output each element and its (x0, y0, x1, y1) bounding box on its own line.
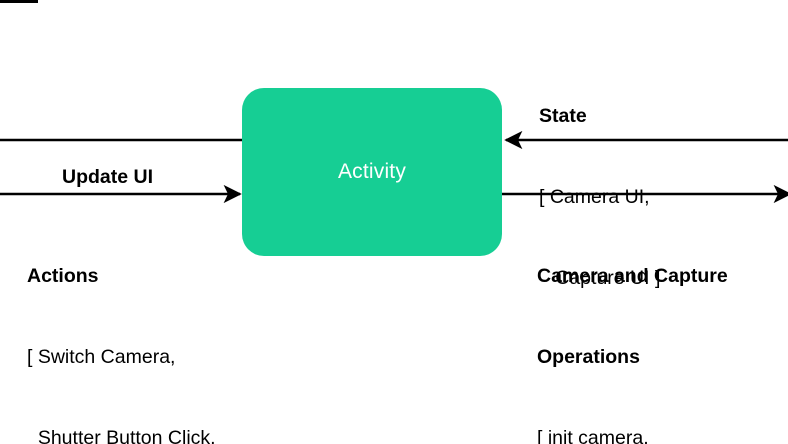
label-operations-heading-line1: Camera and Capture (537, 265, 728, 287)
label-state: State [ Camera UI, Capture UI ] (539, 49, 660, 346)
label-actions-heading: Actions (27, 265, 99, 287)
label-actions: Actions [ Switch Camera, Shutter Button … (27, 209, 263, 444)
label-update-ui: Update UI (62, 110, 153, 245)
label-actions-line-1: Shutter Button Click, (27, 427, 216, 444)
label-state-line-0: [ Camera UI, (539, 186, 650, 208)
top-left-clipped-bar (0, 0, 38, 3)
label-operations: Camera and Capture Operations [ init cam… (537, 209, 728, 444)
activity-node-label: Activity (337, 160, 407, 183)
label-update-ui-heading: Update UI (62, 166, 154, 188)
activity-node[interactable]: Activity (242, 88, 502, 256)
label-state-heading: State (539, 105, 587, 127)
label-actions-line-0: [ Switch Camera, (27, 346, 176, 368)
label-state-line-1: Capture UI ] (539, 267, 661, 289)
label-operations-line-0: [ init camera, (537, 427, 649, 444)
label-operations-heading-line2: Operations (537, 346, 640, 368)
